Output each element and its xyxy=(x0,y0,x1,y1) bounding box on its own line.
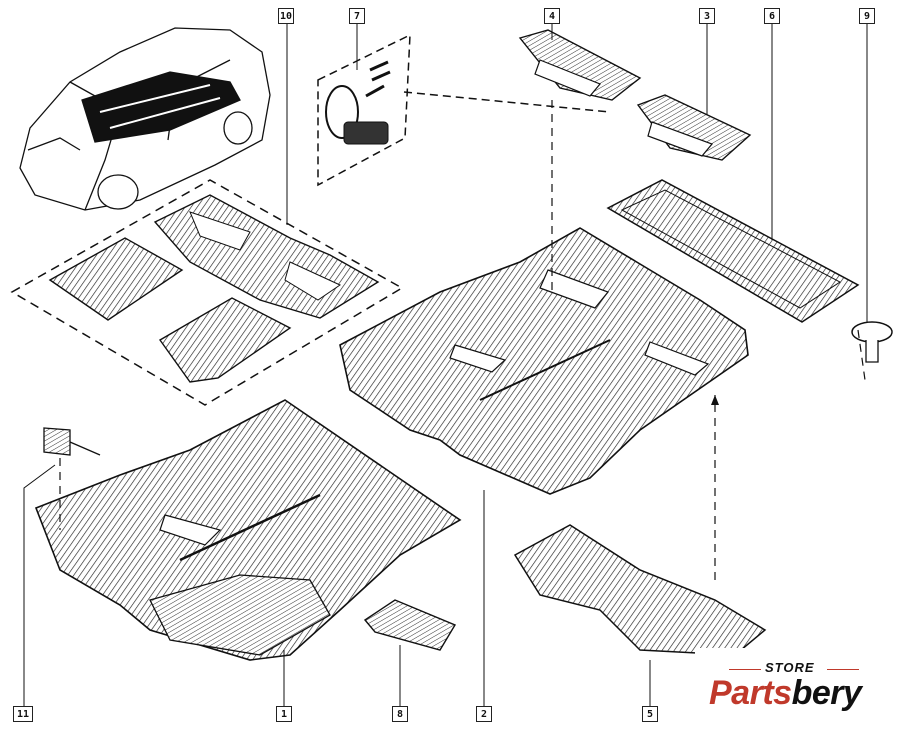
callout-9: 9 xyxy=(859,8,875,24)
callout-4: 4 xyxy=(544,8,560,24)
logo-accent-line-right xyxy=(827,669,859,670)
part-4-tray xyxy=(518,29,642,101)
logo-brand-part1: Parts xyxy=(709,674,792,712)
clip-kit-box xyxy=(317,33,411,187)
callout-10: 10 xyxy=(278,8,294,24)
vehicle-illustration xyxy=(19,27,271,211)
mats-group-box xyxy=(10,179,404,406)
callout-1: 1 xyxy=(276,706,292,722)
callout-6: 6 xyxy=(764,8,780,24)
part-2-carpet xyxy=(339,227,749,495)
callout-5: 5 xyxy=(642,706,658,722)
callout-8: 8 xyxy=(392,706,408,722)
part-6-rear-mat xyxy=(606,179,860,323)
logo-brand-text: Partsbery xyxy=(709,674,862,713)
logo-brand-part2: bery xyxy=(791,674,862,712)
callout-2: 2 xyxy=(476,706,492,722)
part-3-tray xyxy=(636,94,752,161)
arrow-head xyxy=(711,395,719,405)
guide-lines xyxy=(59,100,866,580)
leader-lines xyxy=(23,24,868,706)
callout-7: 7 xyxy=(349,8,365,24)
part-9-clip xyxy=(851,321,893,363)
callout-3: 3 xyxy=(699,8,715,24)
callout-11: 11 xyxy=(13,706,33,722)
part-8-pad xyxy=(363,599,457,651)
part-11-bracket xyxy=(43,427,101,456)
logo-accent-line-left xyxy=(729,669,761,670)
part-1-carpet xyxy=(34,399,462,661)
store-logo: STORE Partsbery xyxy=(695,648,899,737)
part-5-mat xyxy=(513,524,767,656)
logo-store-text: STORE xyxy=(765,660,815,675)
